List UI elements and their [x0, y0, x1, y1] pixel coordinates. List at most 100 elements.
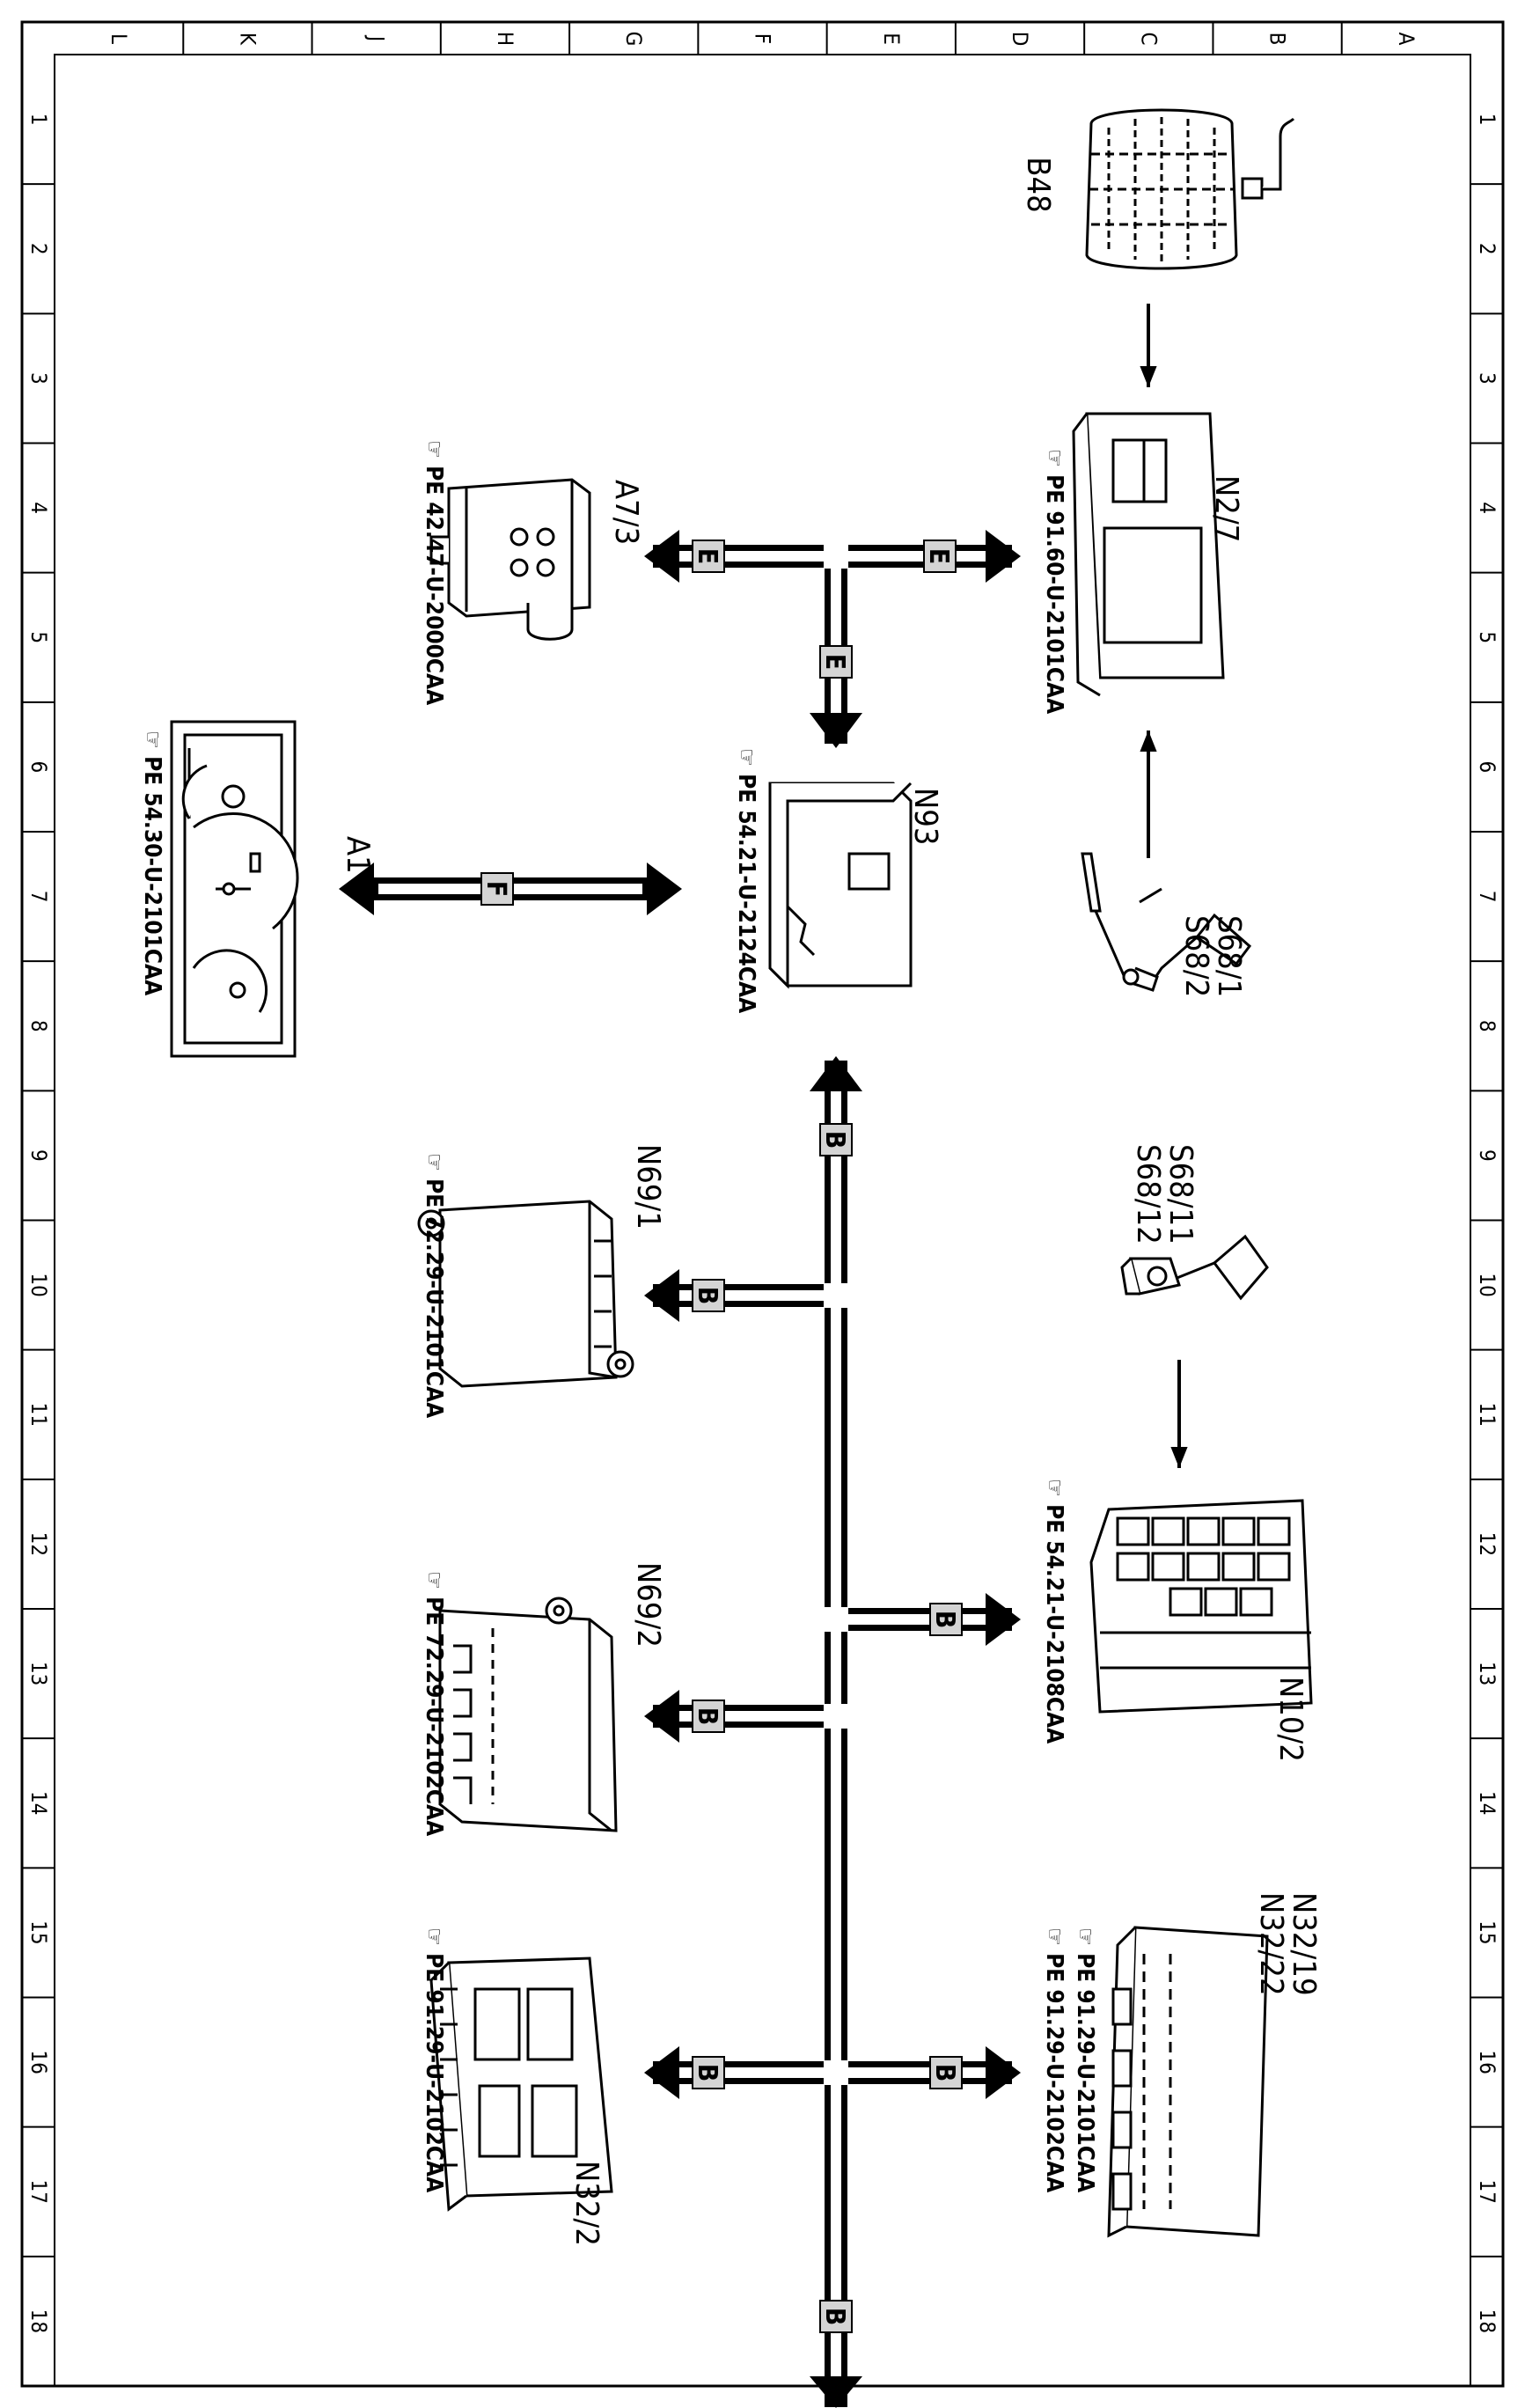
grid-column-label: H: [493, 32, 517, 46]
bus-e-label: E: [923, 548, 954, 564]
reference-a7-3: ☞ PE 42.47-U-2000CAA: [421, 440, 447, 705]
pointing-hand-icon: ☞: [421, 1927, 447, 1953]
grid-row-label: 1: [1475, 114, 1499, 126]
component-label-n32-22: N32/22: [1253, 1892, 1289, 1996]
reference-n10-2: ☞ PE 54.21-U-2108CAA: [1041, 1479, 1067, 1744]
component-label-b48: B48: [1020, 157, 1056, 212]
reference-n32-22: ☞ PE 91.29-U-2102CAA: [1041, 1927, 1067, 2192]
grid-row-label: 8: [1475, 1020, 1499, 1032]
arrowhead-n10-2: [986, 1593, 1021, 1646]
component-labels: B48 N2/7 ☞ PE 91.60-U-2101CAA S68/1 S68/…: [139, 157, 1322, 2246]
reference-n32-2: ☞ PE 91.29-U-2102CAA: [421, 1927, 447, 2192]
bus-e-label: E: [692, 548, 722, 564]
grid-row-label: 4: [1475, 502, 1499, 514]
grid-row-label: 6: [26, 761, 51, 774]
component-label-s68-11: S68/11: [1162, 1144, 1199, 1244]
bus-b-label: B: [692, 1707, 722, 1726]
arrowhead-a7-3: [644, 530, 679, 583]
bus-b-label: B: [692, 2064, 722, 2082]
grid-row-label: 3: [26, 372, 51, 385]
grid-column-label: K: [235, 33, 260, 46]
grid-row-label: 12: [1475, 1532, 1499, 1556]
component-label-s68-12: S68/12: [1130, 1144, 1166, 1244]
component-label-s68-1: S68/1: [1211, 915, 1247, 997]
grid-row-label: 16: [1475, 2050, 1499, 2074]
grid-row-label: 15: [1475, 1920, 1499, 1944]
arrowhead-n32-19: [986, 2046, 1021, 2099]
grid-row-label: 4: [26, 502, 51, 514]
bus-b-label: B: [929, 2064, 960, 2082]
grid-row-label: 7: [26, 891, 51, 903]
grid-column-label: B: [1265, 33, 1290, 46]
reference-n32-19: ☞ PE 91.29-U-2101CAA: [1072, 1927, 1098, 2192]
arrowhead-n69-2: [644, 1690, 679, 1743]
arrowhead-n2-7: [986, 530, 1021, 583]
bus-b-label: B: [692, 1287, 722, 1305]
grid-column-label: F: [751, 33, 775, 44]
seat-belt-buckle-icon: [1120, 1234, 1269, 1301]
arrowhead-bus-b-end: [810, 2376, 862, 2408]
seat-belt-buckle-icon: [1081, 852, 1252, 992]
grid-row-label: 10: [1475, 1273, 1499, 1296]
pointing-hand-icon: ☞: [1041, 449, 1067, 474]
grid-column-label: E: [879, 33, 904, 45]
arrowhead-n93-f: [647, 863, 682, 915]
grid-column-label: C: [1136, 32, 1161, 45]
component-label-a7-3: A7/3: [608, 480, 644, 545]
grid-row-label: 12: [26, 1532, 51, 1556]
reference-n93: ☞ PE 54.21-U-2124CAA: [733, 748, 759, 1013]
reference-n69-2: ☞ PE 72.29-U-2102CAA: [421, 1571, 447, 1836]
grid-row-label: 13: [26, 1662, 51, 1685]
sensor-mat-icon: [1085, 108, 1295, 270]
pointing-hand-icon: ☞: [421, 1153, 447, 1178]
arrowhead-n32-2: [644, 2046, 679, 2099]
grid-row-label: 1: [26, 114, 51, 126]
grid-column-label: A: [1394, 33, 1419, 46]
grid-row-label: 17: [26, 2180, 51, 2204]
pointing-hand-icon: ☞: [421, 440, 447, 466]
grid-row-label: 2: [26, 243, 51, 255]
pointing-hand-icon: ☞: [1041, 1479, 1067, 1504]
component-label-n2-7: N2/7: [1208, 475, 1244, 542]
bus-b-label: B: [819, 2308, 850, 2326]
grid-row-label: 8: [26, 1020, 51, 1032]
component-label-n32-2: N32/2: [568, 2161, 605, 2246]
grid-column-label: J: [364, 34, 389, 41]
component-label-n32-19: N32/19: [1286, 1892, 1322, 1996]
arrowhead-n69-1: [644, 1269, 679, 1322]
component-label-a1: A1: [340, 836, 376, 874]
component-label-n69-1: N69/1: [630, 1144, 666, 1230]
seat-control-unit-icon: [1107, 1926, 1269, 2238]
arrowhead-n93-b: [810, 1056, 862, 1091]
instrument-cluster-icon: [170, 720, 299, 1058]
grid-column-label: G: [621, 32, 646, 47]
door-control-module-icon: [417, 1200, 634, 1388]
component-label-n10-2: N10/2: [1272, 1677, 1309, 1762]
bus-e-label: E: [819, 654, 850, 670]
component-label-n93: N93: [907, 788, 943, 845]
arrowhead-n93-e: [810, 713, 862, 748]
grid-row-label: 17: [1475, 2180, 1499, 2204]
pointing-hand-icon: ☞: [733, 748, 759, 774]
reference-a1: ☞ PE 54.30-U-2101CAA: [139, 730, 165, 995]
bus-arrowheads: [339, 530, 1021, 2408]
grid-row-label: 14: [26, 1791, 51, 1815]
bus-label-boxes: E E E F B B B B: [480, 540, 963, 2333]
grid-row-label: 14: [1475, 1791, 1499, 1815]
grid-row-label: 5: [1475, 631, 1499, 643]
grid-column-label: D: [1008, 32, 1032, 47]
grid-row-label: 15: [26, 1920, 51, 1944]
grid-row-label: 18: [26, 2309, 51, 2333]
reference-n69-1: ☞ PE 72.29-U-2101CAA: [421, 1153, 447, 1418]
signal-arrows: [1140, 304, 1188, 1468]
grid-row-label: 6: [1475, 761, 1499, 774]
hydraulic-unit-icon: [429, 478, 591, 641]
bus-b-label: B: [819, 1131, 850, 1149]
fuse-relay-box-icon: [1089, 1499, 1313, 1714]
grid-row-label: 11: [26, 1403, 51, 1427]
pointing-hand-icon: ☞: [139, 730, 165, 756]
control-unit-icon: [1072, 412, 1225, 697]
grid-row-label: 9: [1475, 1149, 1499, 1162]
